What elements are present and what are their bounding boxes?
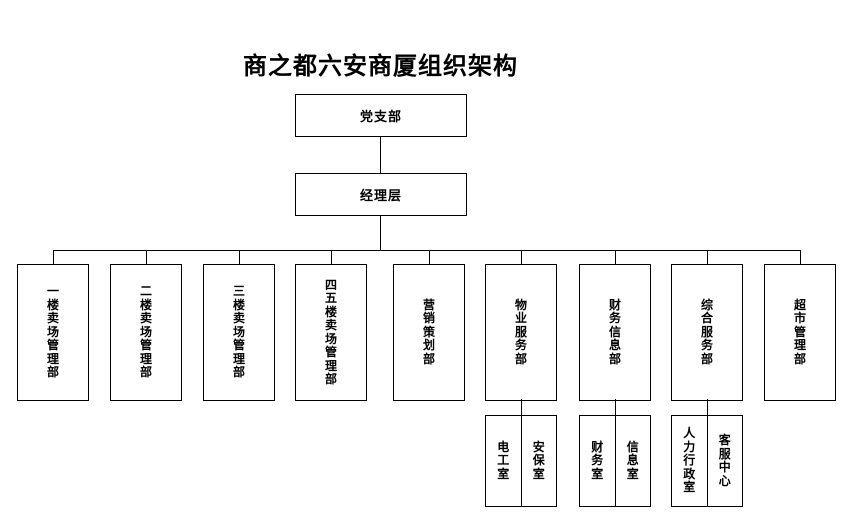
connector-rail-dept-5 <box>429 250 430 265</box>
connector-management-rail <box>380 215 381 251</box>
connector-rail-dept-4 <box>331 250 332 265</box>
subunit-pair-finance: 财务室 信息室 <box>579 415 651 507</box>
subunit-label: 客服中心 <box>718 433 731 488</box>
node-management-label: 经理层 <box>359 188 402 203</box>
dept-label: 综合服务部 <box>700 297 713 366</box>
dept-box-general-service: 综合服务部 <box>671 264 743 401</box>
subunit-pair-property: 电工室 安保室 <box>485 415 557 507</box>
connector-rail-dept-1 <box>53 250 54 265</box>
subunit-label: 信息室 <box>626 439 639 481</box>
dept-box-floor45-sales: 四五楼卖场管理部 <box>295 264 367 401</box>
subunit-cell-electrician: 电工室 <box>486 416 522 506</box>
connector-finance-subunits <box>615 399 616 416</box>
connector-property-subunits <box>521 399 522 416</box>
subunit-cell-info-room: 信息室 <box>616 416 651 506</box>
dept-label: 一楼卖场管理部 <box>46 284 59 380</box>
subunit-label: 安保室 <box>532 439 545 481</box>
subunit-cell-security: 安保室 <box>522 416 557 506</box>
subunit-label: 电工室 <box>497 439 510 481</box>
node-party-branch-label: 党支部 <box>359 109 402 124</box>
dept-label: 财务信息部 <box>608 297 621 366</box>
connector-rail-dept-8 <box>707 250 708 265</box>
connector-general-subunits <box>707 399 708 416</box>
page-title: 商之都六安商厦组织架构 <box>243 54 518 80</box>
subunit-cell-hr-admin: 人力行政室 <box>672 416 708 506</box>
dept-box-floor3-sales: 三楼卖场管理部 <box>203 264 275 401</box>
dept-label: 四五楼卖场管理部 <box>324 277 337 386</box>
subunit-cell-customer-service: 客服中心 <box>708 416 743 506</box>
subunit-pair-general: 人力行政室 客服中心 <box>671 415 743 507</box>
dept-label: 三楼卖场管理部 <box>232 284 245 380</box>
connector-root-management <box>380 136 381 174</box>
dept-box-supermarket: 超市管理部 <box>764 264 836 401</box>
dept-label: 物业服务部 <box>514 297 527 366</box>
subunit-label: 财务室 <box>591 439 604 481</box>
dept-label: 二楼卖场管理部 <box>139 284 152 380</box>
rail-line <box>53 250 801 251</box>
node-management: 经理层 <box>295 173 467 216</box>
dept-box-floor2-sales: 二楼卖场管理部 <box>110 264 182 401</box>
node-party-branch: 党支部 <box>295 94 467 137</box>
connector-rail-dept-7 <box>615 250 616 265</box>
subunit-label: 人力行政室 <box>683 426 696 495</box>
dept-box-marketing: 营销策划部 <box>393 264 465 401</box>
connector-rail-dept-9 <box>800 250 801 265</box>
connector-rail-dept-3 <box>239 250 240 265</box>
connector-rail-dept-2 <box>146 250 147 265</box>
dept-box-property: 物业服务部 <box>485 264 557 401</box>
dept-label: 营销策划部 <box>422 297 435 366</box>
connector-rail-dept-6 <box>521 250 522 265</box>
subunit-cell-finance-room: 财务室 <box>580 416 616 506</box>
dept-box-floor1-sales: 一楼卖场管理部 <box>17 264 89 401</box>
dept-label: 超市管理部 <box>793 297 806 366</box>
dept-box-finance-info: 财务信息部 <box>579 264 651 401</box>
